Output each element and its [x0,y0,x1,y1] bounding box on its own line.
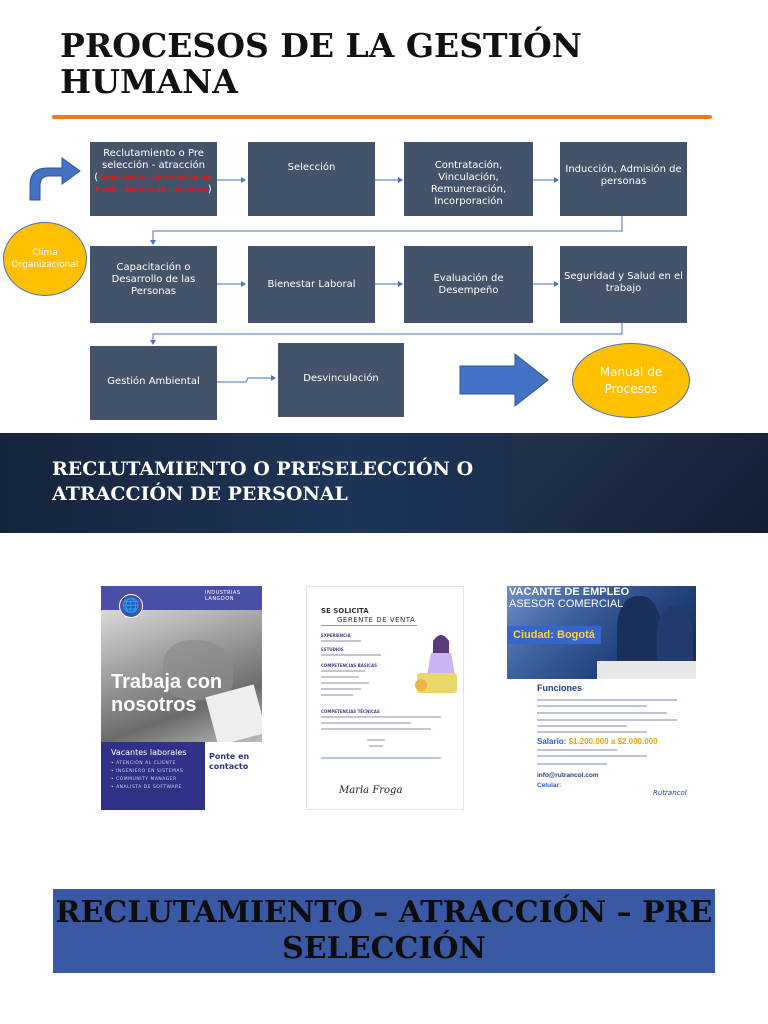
slide-job-posters: 🌐 INDUSTRIAS LANGDON Trabaja con nosotro… [0,533,768,857]
process-red-note: Requisición – Descripción del Perfil – M… [95,174,213,194]
vacancy-banner: VACANTE DE EMPLEO [509,586,630,598]
job-poster-langdon: 🌐 INDUSTRIAS LANGDON Trabaja con nosotro… [101,586,262,810]
vacancy-item: • INGENIERO EN SISTEMAS [111,769,184,774]
company-name: INDUSTRIAS LANGDON [205,590,241,602]
vacancy-item: • COMMUNITY MANAGER [111,777,177,782]
process-box-induccion: Inducción, Admisión de personas [560,142,687,216]
slide-reclutamiento-title: RECLUTAMIENTO – ATRACCIÓN – PRE SELECCIÓ… [0,857,768,1024]
flow-connectors [29,157,623,408]
paren-close: ) [207,184,212,195]
rutrancol-logo: Rutrancol [653,789,687,797]
poster-rule [321,625,417,626]
process-label: Inducción, Admisión de personas [565,164,682,187]
job-poster-asesor: VACANTE DE EMPLEO ASESOR COMERCIAL Ciuda… [507,586,696,810]
vacancy-item: • ATENCIÓN AL CLIENTE [111,761,176,766]
connector-9-10 [217,377,275,383]
banner-side-panel [512,433,768,533]
section-label: COMPETENCIAS TÉCNICAS [321,709,380,714]
process-box-evaluacion: Evaluación de Desempeño [404,246,533,323]
salary-line: Salario: $1.200.000 a $2.000.000 [537,737,658,746]
poster-solicita: SE SOLICITA [321,607,369,615]
paren-open: ( [94,172,99,183]
poster-photo [507,586,696,679]
process-box-reclutamiento: Reclutamiento o Pre selección - atracció… [90,142,217,216]
process-box-bienestar: Bienestar Laboral [248,246,375,323]
process-box-seleccion: Selección [248,142,375,216]
poster-photo [101,610,262,746]
process-box-desvinculacion: Desvinculación [278,343,404,417]
vacancies-title: Vacantes laborales [111,748,187,757]
salary-value: $1.200.000 a $2.000.000 [568,737,658,746]
process-label: Gestión Ambiental [107,376,200,387]
connector-row2-row3 [152,323,623,344]
vacancies-list: • ATENCIÓN AL CLIENTE • INGENIERO EN SIS… [111,760,205,792]
process-box-ambiental: Gestión Ambiental [90,346,217,420]
start-arrow [29,157,81,201]
process-box-contratacion: Contratación, Vinculación, Remuneración,… [404,142,533,216]
connector-row1-row2 [152,216,623,244]
banner-title: RECLUTAMIENTO O PRESELECCIÓN O ATRACCIÓN… [52,458,474,505]
poster-headline: Trabaja con nosotros [111,671,223,716]
vacancy-role: ASESOR COMERCIAL [509,598,624,610]
contact-label: Ponte en contacto [209,752,250,771]
process-label: Desvinculación [303,373,379,384]
salary-label: Salario: [537,737,567,746]
slide-title: PROCESOS DE LA GESTIÓN HUMANA [60,26,582,101]
poster-bottom: Vacantes laborales • ATENCIÓN AL CLIENTE… [101,742,262,810]
slide-reclutamiento-banner: RECLUTAMIENTO O PRESELECCIÓN O ATRACCIÓN… [0,433,768,533]
process-label: Reclutamiento o Pre selección - atracció… [101,148,205,171]
contact-box: Ponte en contacto [205,742,262,810]
title-bar: RECLUTAMIENTO – ATRACCIÓN – PRE SELECCIÓ… [53,889,715,973]
poster-body: Funciones Salario: $1.200.000 a $2.000.0… [507,679,696,810]
poster-cargo: GERENTE DE VENTA [337,616,416,624]
slide-procesos: PROCESOS DE LA GESTIÓN HUMANA [0,0,768,432]
process-box-capacitacion: Capacitación o Desarrollo de las Persona… [90,246,217,323]
process-label: Contratación, Vinculación, Remuneración,… [430,160,507,207]
process-label: Capacitación o Desarrollo de las Persona… [111,261,196,297]
globe-icon: 🌐 [119,594,143,618]
woman-illustration-icon [415,635,457,693]
process-label: Evaluación de Desempeño [433,272,504,296]
section-label: COMPETENCIAS BÁSICAS [321,663,378,668]
contact-email: info@rutrancol.com [537,772,599,779]
poster-logo: Marla Froga [339,785,403,796]
title-underline [52,115,712,119]
process-label: Seguridad y Salud en el trabajo [564,270,683,294]
process-label: Bienestar Laboral [267,278,356,290]
process-box-seguridad: Seguridad y Salud en el trabajo [560,246,687,323]
contact-phone: Celular: [537,782,562,789]
section-label: EXPERIENCIA [321,633,351,638]
section-title: RECLUTAMIENTO – ATRACCIÓN – PRE SELECCIÓ… [55,895,713,966]
vacancy-item: • ANALISTA DE SOFTWARE [111,785,182,790]
manual-arrow [459,352,549,408]
vacancy-city: Ciudad: Bogotá [507,626,601,644]
manual-procesos-oval: Manual de Procesos [572,343,690,418]
job-poster-gerente: SE SOLICITA GERENTE DE VENTA EXPERIENCIA… [306,586,464,810]
funciones-title: Funciones [537,683,583,693]
section-label: ESTUDIOS [321,647,344,652]
clima-organizacional-oval: Clima Organizacional [3,222,87,296]
process-label: Selección [287,162,336,173]
